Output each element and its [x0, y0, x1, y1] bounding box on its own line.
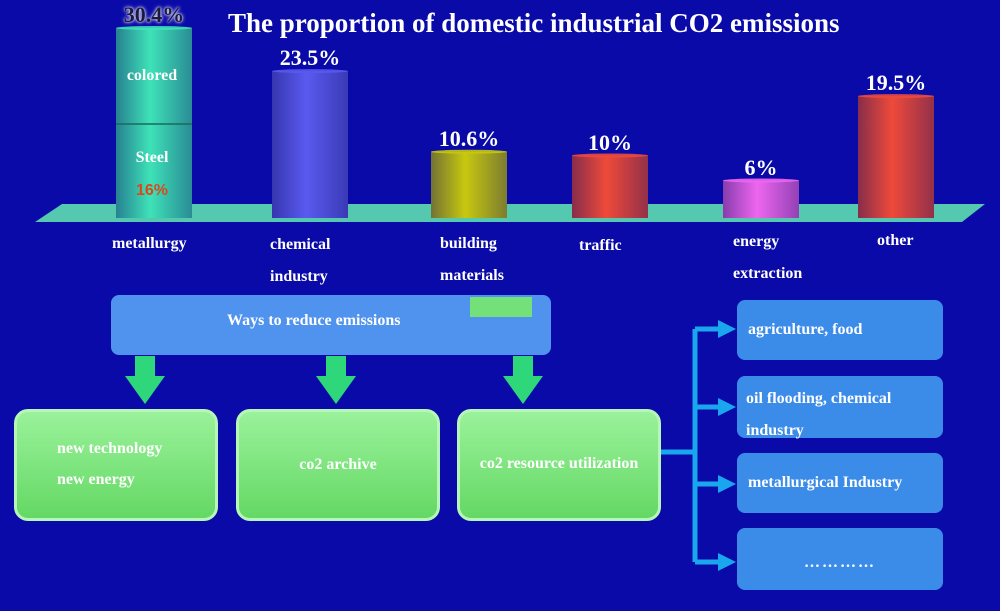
bar-top: [431, 149, 507, 154]
category-label-other: other: [877, 225, 913, 257]
arrow-down-3-head: [503, 376, 543, 404]
category-label-energy-extraction: energy extraction: [733, 226, 802, 290]
data-label-chemical: 23.5%: [279, 45, 341, 71]
arrow-down-2-shaft: [326, 356, 346, 378]
bar-chemical-industry: [272, 71, 348, 218]
bar-segment-value-steel: 16%: [135, 182, 169, 199]
category-line: metallurgy: [112, 235, 187, 252]
arrow-down-1-shaft: [135, 356, 155, 378]
target-box-more: …………: [737, 528, 943, 590]
approach-box-technology-energy: new technology new energy: [14, 409, 218, 521]
connector-arrowhead-1: [718, 320, 736, 338]
approach-new-technology: new technology: [57, 440, 163, 457]
category-line: industry: [270, 268, 328, 285]
data-label-metallurgy: 30.4%: [123, 2, 185, 27]
connector-arrowhead-4: [718, 553, 736, 571]
connector-arrowhead-2: [718, 398, 736, 416]
data-label-energy: 6%: [744, 154, 778, 180]
bar-segment-label-colored: colored: [126, 67, 178, 84]
page-title: The proportion of domestic industrial CO…: [228, 8, 840, 38]
approach-new-energy: new energy: [57, 471, 135, 488]
bar-metallurgy: [116, 28, 192, 218]
bar-top: [572, 153, 648, 158]
data-label-traffic: 10%: [588, 129, 632, 155]
bar-top: [723, 178, 799, 183]
bar-traffic: [572, 155, 648, 218]
arrow-down-3-shaft: [513, 356, 533, 378]
target-agriculture-food: agriculture, food: [748, 321, 863, 338]
bar-building-materials: [431, 151, 507, 218]
bar-energy-extraction: [723, 180, 799, 218]
data-label-building: 10.6%: [438, 125, 500, 151]
target-box-oil-flooding: oil flooding, chemical industry: [737, 376, 943, 439]
bar-other: [858, 96, 934, 218]
category-line: chemical: [270, 236, 331, 253]
approach-co2-archive: co2 archive: [299, 456, 377, 473]
category-line: other: [877, 232, 914, 249]
category-label-chemical-industry: chemical industry: [270, 229, 330, 293]
arrow-down-2-head: [316, 376, 356, 404]
approach-co2-resource-utilization: co2 resource utilization: [479, 455, 639, 472]
bar-top: [272, 69, 348, 74]
category-line: extraction: [733, 265, 803, 282]
green-marker: [470, 297, 532, 317]
connector-arrowhead-3: [718, 475, 736, 493]
target-box-agriculture: agriculture, food: [737, 300, 943, 360]
approach-box-co2-archive: co2 archive: [236, 409, 440, 521]
category-line: materials: [440, 267, 504, 284]
ways-to-reduce-label: Ways to reduce emissions: [227, 312, 401, 329]
category-line: energy: [733, 233, 780, 250]
data-label-other: 19.5%: [865, 70, 927, 96]
bar-segment-label-steel: Steel: [135, 149, 169, 166]
approach-box-co2-utilization: co2 resource utilization: [457, 409, 661, 521]
target-ellipsis: …………: [804, 554, 876, 571]
bar-top: [858, 94, 934, 99]
category-label-metallurgy: metallurgy: [112, 228, 187, 260]
arrow-down-1-head: [125, 376, 165, 404]
category-line: building: [440, 235, 497, 252]
category-line: traffic: [579, 237, 622, 254]
category-label-traffic: traffic: [579, 230, 622, 262]
category-label-building-materials: building materials: [440, 228, 504, 292]
bar-top: [116, 26, 192, 30]
target-box-metallurgical: metallurgical Industry: [737, 453, 943, 513]
target-metallurgical-industry: metallurgical Industry: [748, 474, 903, 491]
target-oil-flooding: oil flooding, chemical industry: [746, 390, 892, 439]
